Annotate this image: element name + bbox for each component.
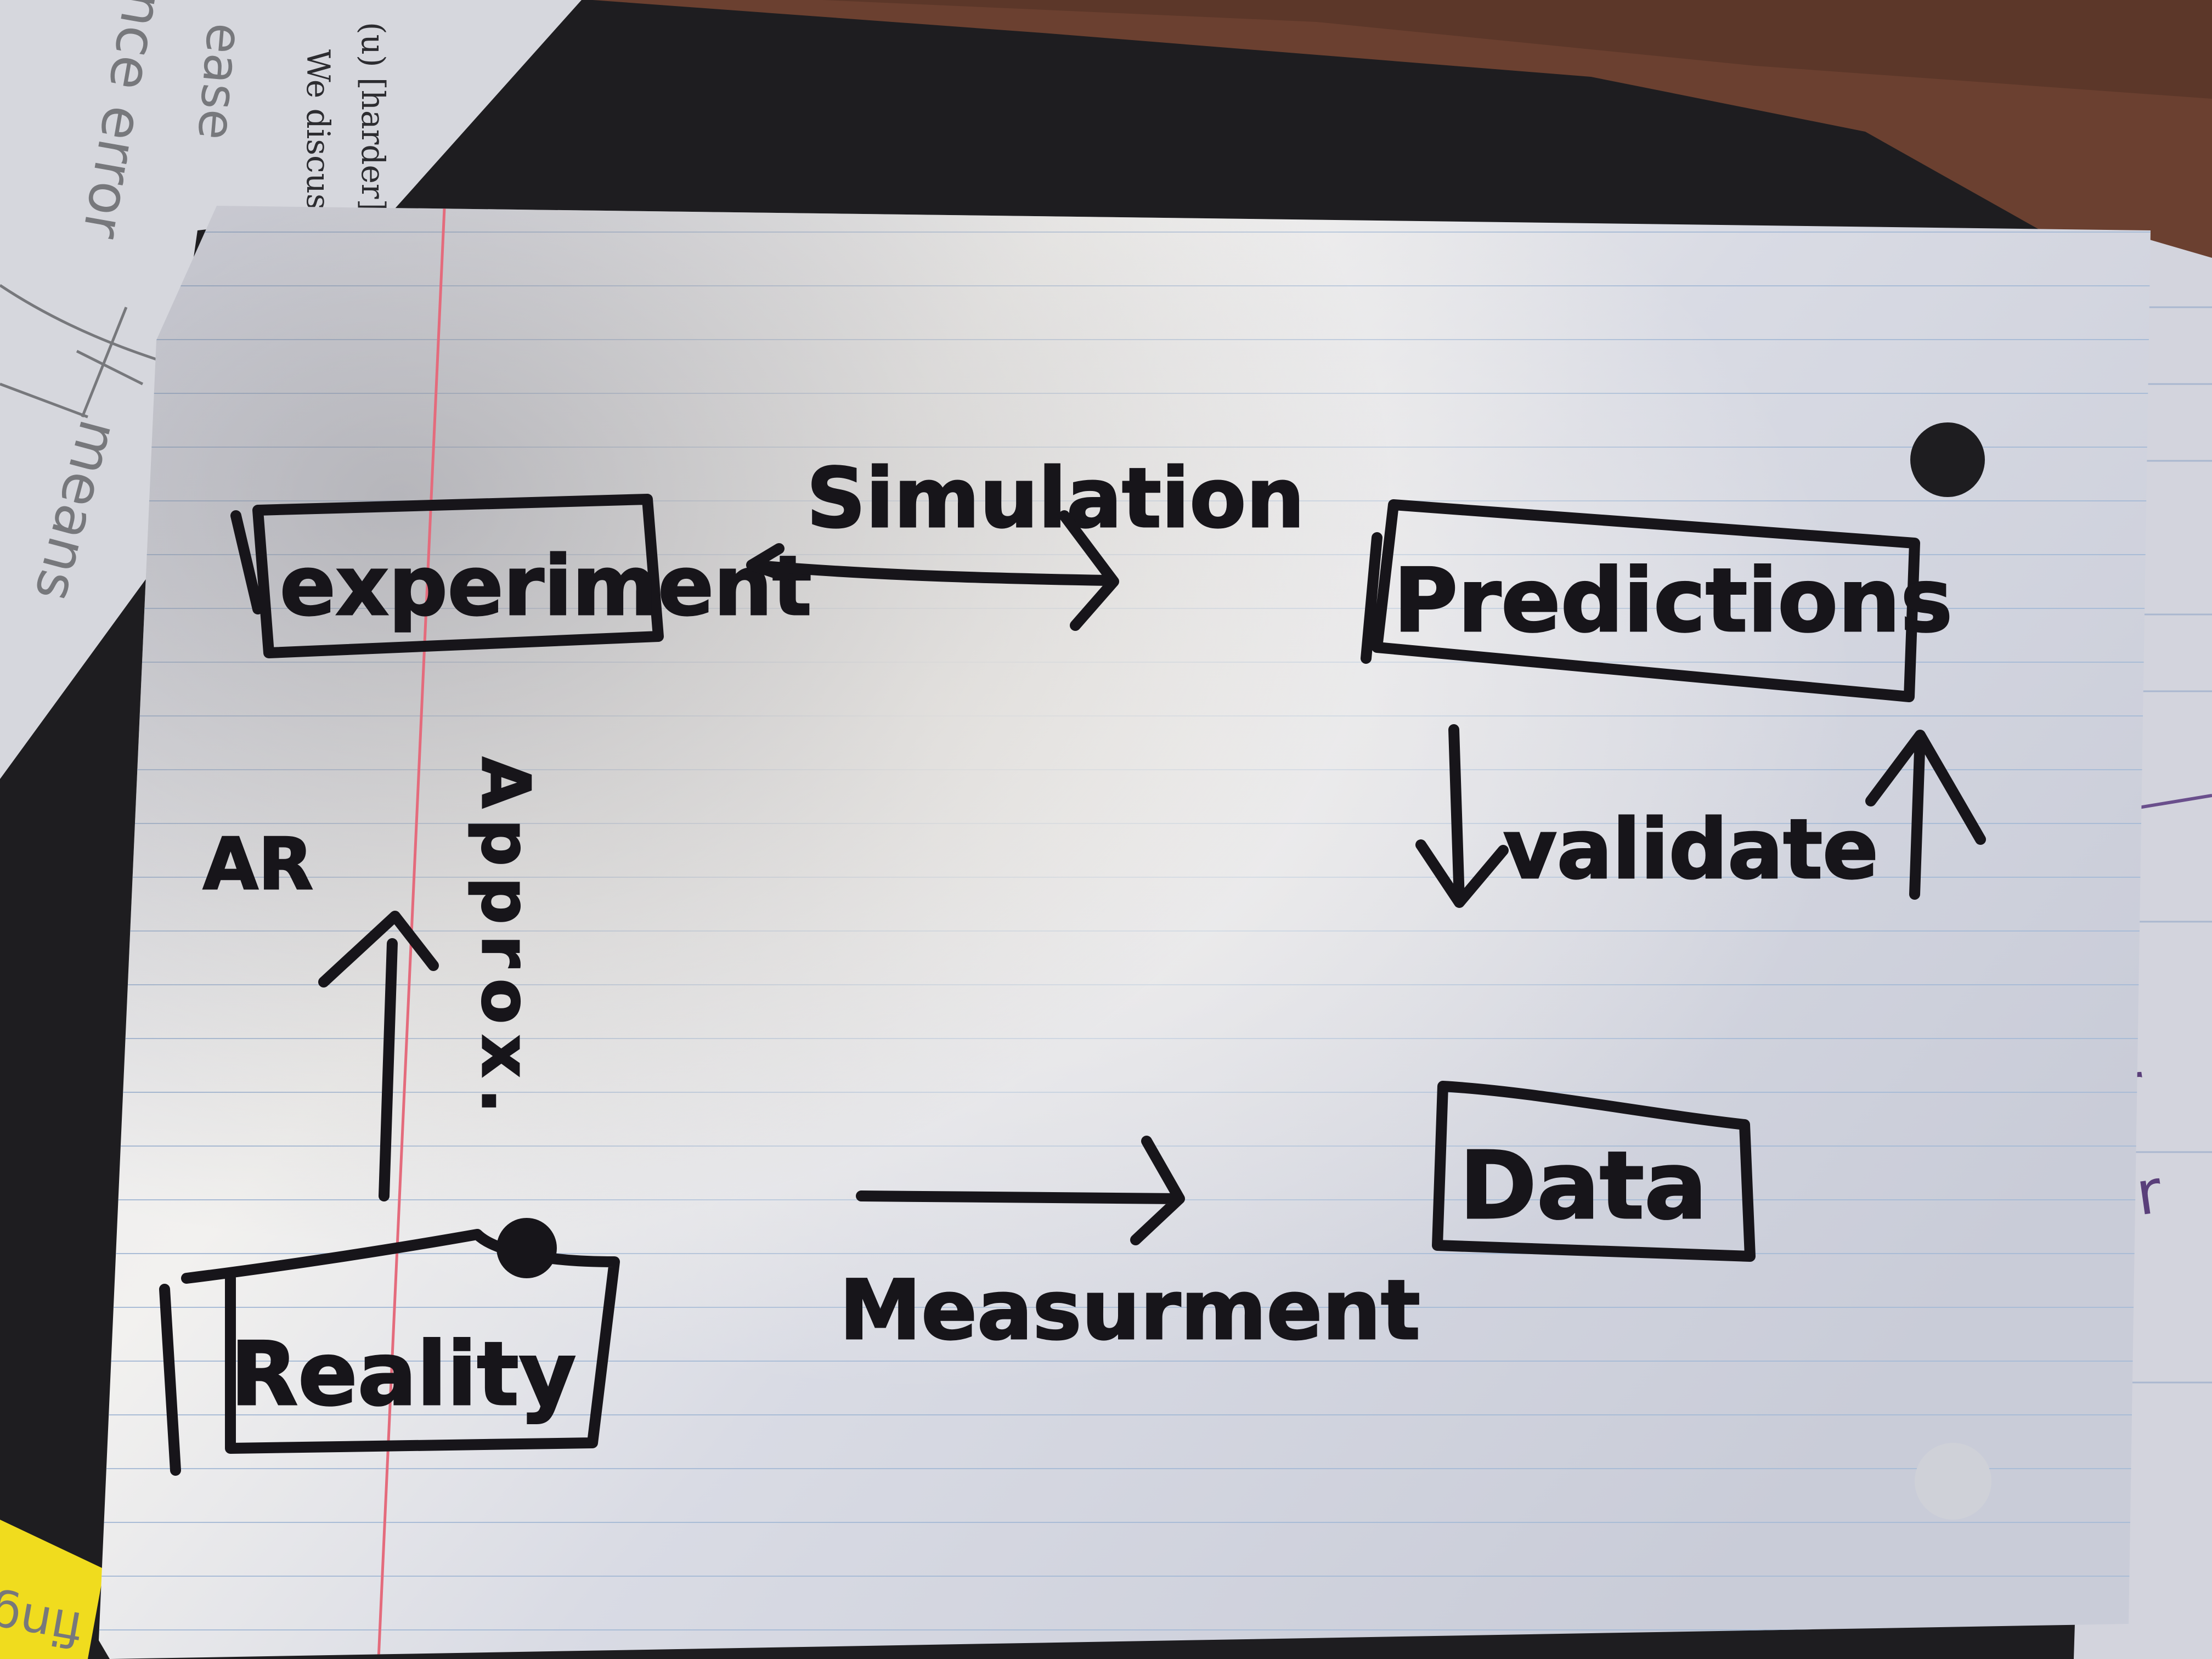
reality-up-arrow xyxy=(318,911,439,1201)
validate-label: validate xyxy=(1503,802,1878,898)
punch-hole-top xyxy=(1910,422,1985,497)
predictions-label: Predictions xyxy=(1393,549,1953,652)
validate-down-arrow xyxy=(1415,724,1509,908)
approx-ink-blot xyxy=(496,1218,557,1278)
measurement-arrow xyxy=(856,1136,1185,1245)
pencil-curve xyxy=(0,284,165,364)
pencil-note-1: ease xyxy=(187,21,254,142)
validate-up-arrow xyxy=(1865,730,1986,900)
pencil-cross xyxy=(0,307,144,419)
sticky-note xyxy=(0,1520,104,1659)
simulation-label: Simulation xyxy=(806,451,1305,546)
measurement-label: Measurment xyxy=(839,1263,1420,1358)
simulation-arrow xyxy=(746,510,1119,631)
dark-wood-strip xyxy=(823,0,2212,99)
experiment-box xyxy=(230,494,664,658)
approx-label: Approx. xyxy=(467,757,543,1124)
reality-box xyxy=(159,1229,620,1476)
wood-edge xyxy=(592,0,2212,285)
background-page xyxy=(0,0,582,779)
scribble-mark: AR xyxy=(203,822,313,906)
data-box xyxy=(1432,1081,1756,1262)
predictions-box xyxy=(1361,499,1920,702)
punch-hole-bottom xyxy=(1915,1443,1991,1520)
reality-label: Reality xyxy=(230,1323,576,1425)
data-label: Data xyxy=(1459,1132,1707,1240)
printed-line-1: (u) [harder] E xyxy=(354,22,392,245)
experiment-label: experiment xyxy=(280,539,812,634)
